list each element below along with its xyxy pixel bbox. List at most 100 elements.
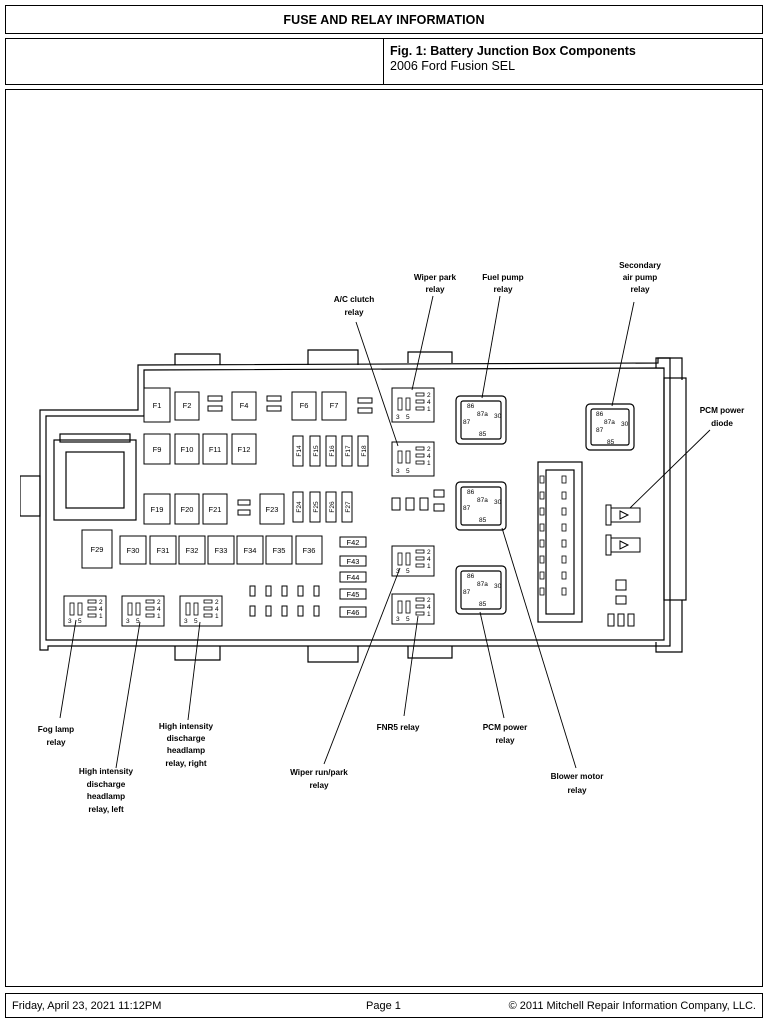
pin-num: 2 <box>157 599 161 606</box>
rail-pin <box>539 555 545 564</box>
pin-num: 2 <box>427 392 431 399</box>
bottom-tab-mid <box>307 646 359 663</box>
fuse-f4 <box>231 391 257 421</box>
pin <box>405 450 411 464</box>
fuse-label-f19: F19 <box>151 505 164 514</box>
pin-num: 4 <box>99 606 103 613</box>
pin-num: 1 <box>427 460 431 467</box>
fuse-f14 <box>292 435 304 467</box>
label-blower-2: relay <box>567 786 587 795</box>
label-blower-1: Blower motor <box>551 772 605 781</box>
relay-pcm-power-inner <box>460 570 502 610</box>
slot <box>207 395 223 402</box>
label-hid-left-2: discharge <box>87 780 126 789</box>
fuse-label-f1: F1 <box>153 401 162 410</box>
fuse-f44 <box>339 571 367 583</box>
bottom-tab-right <box>407 646 453 659</box>
fuse-f18 <box>357 435 369 467</box>
fuse-label-f25: F25 <box>313 501 320 513</box>
label-pcm-diode-1: PCM power <box>700 406 745 415</box>
fuse-f43 <box>339 555 367 567</box>
pin <box>69 602 75 616</box>
slot <box>419 497 429 511</box>
leader-secondary-air <box>611 301 635 407</box>
leader-wiper-run <box>323 567 401 765</box>
pin-num: 87 <box>463 419 471 426</box>
top-tab-mid <box>307 349 359 365</box>
page-title: FUSE AND RELAY INFORMATION <box>283 12 485 27</box>
main-socket-inner <box>65 451 125 509</box>
fuse-f35 <box>265 535 293 565</box>
pin-num: 87a <box>477 497 488 504</box>
fuse-label-f45: F45 <box>347 590 360 599</box>
pin-num: 4 <box>157 606 161 613</box>
label-wiper-park-2: relay <box>425 285 445 294</box>
pin-num: 86 <box>467 403 475 410</box>
footer-bar: Friday, April 23, 2021 11:12PM Page 1 © … <box>5 993 763 1018</box>
pin-num: 86 <box>596 411 604 418</box>
fuse-f34 <box>236 535 264 565</box>
footer-page-number: Page 1 <box>366 999 401 1012</box>
fuse-f46 <box>339 606 367 618</box>
rail-pin <box>539 491 545 500</box>
slot <box>265 605 272 617</box>
fuse-f12 <box>231 433 257 465</box>
rail-pin <box>561 555 567 564</box>
pin-num: 3 <box>396 468 400 475</box>
fuse-label-f43: F43 <box>347 557 360 566</box>
label-fuel-pump-1: Fuel pump <box>482 273 523 282</box>
fuse-f7 <box>321 391 347 421</box>
fuse-label-f4: F4 <box>240 401 249 410</box>
slot <box>313 585 320 597</box>
fuse-label-f2: F2 <box>183 401 192 410</box>
label-wiper-park-1: Wiper park <box>414 273 457 282</box>
main-socket-lip <box>59 433 131 443</box>
label-hid-right-3: headlamp <box>167 746 205 755</box>
slot <box>207 405 223 412</box>
label-pcm-relay-1: PCM power <box>483 723 528 732</box>
rail-pin <box>539 587 545 596</box>
slot <box>297 605 304 617</box>
fuse-label-f42: F42 <box>347 538 360 547</box>
pin-num: 1 <box>157 613 161 620</box>
fuse-f42 <box>339 536 367 548</box>
pin-num: 1 <box>427 611 431 618</box>
rail-pin <box>561 491 567 500</box>
left-connector-tab <box>20 475 41 517</box>
slot <box>266 395 282 402</box>
pin-num: 87a <box>477 411 488 418</box>
fuse-f9 <box>143 433 171 465</box>
pin <box>203 599 213 604</box>
figure-header-right: Fig. 1: Battery Junction Box Components … <box>383 38 763 85</box>
pin-num: 5 <box>406 568 410 575</box>
pin <box>415 563 425 568</box>
slot <box>405 497 415 511</box>
fuse-label-f29: F29 <box>91 545 104 554</box>
pin <box>145 613 155 618</box>
slot <box>433 489 445 498</box>
fuse-label-f7: F7 <box>330 401 339 410</box>
label-hid-left-1: High intensity <box>79 767 134 776</box>
terminal-rail-inner <box>545 469 575 615</box>
pin <box>415 556 425 561</box>
leader-hid-left <box>115 621 141 769</box>
fuse-label-f9: F9 <box>153 445 162 454</box>
rail-pin <box>539 507 545 516</box>
footer-copyright: © 2011 Mitchell Repair Information Compa… <box>508 999 756 1012</box>
diode-symbol <box>619 540 630 550</box>
top-tab-left <box>174 353 221 365</box>
pin-num: 4 <box>427 604 431 611</box>
header-bar: FUSE AND RELAY INFORMATION <box>5 5 763 34</box>
pin-num: 3 <box>396 568 400 575</box>
right-clip-top <box>655 357 683 380</box>
pin <box>405 397 411 411</box>
label-ac-clutch-1: A/C clutch <box>334 295 375 304</box>
pin <box>415 460 425 465</box>
label-hid-right-1: High intensity <box>159 722 214 731</box>
pin-num: 5 <box>406 468 410 475</box>
slot <box>617 613 625 627</box>
main-socket-outer <box>53 439 137 521</box>
pin <box>415 399 425 404</box>
pin-num: 30 <box>494 499 502 506</box>
box-housing-outer <box>39 357 671 651</box>
